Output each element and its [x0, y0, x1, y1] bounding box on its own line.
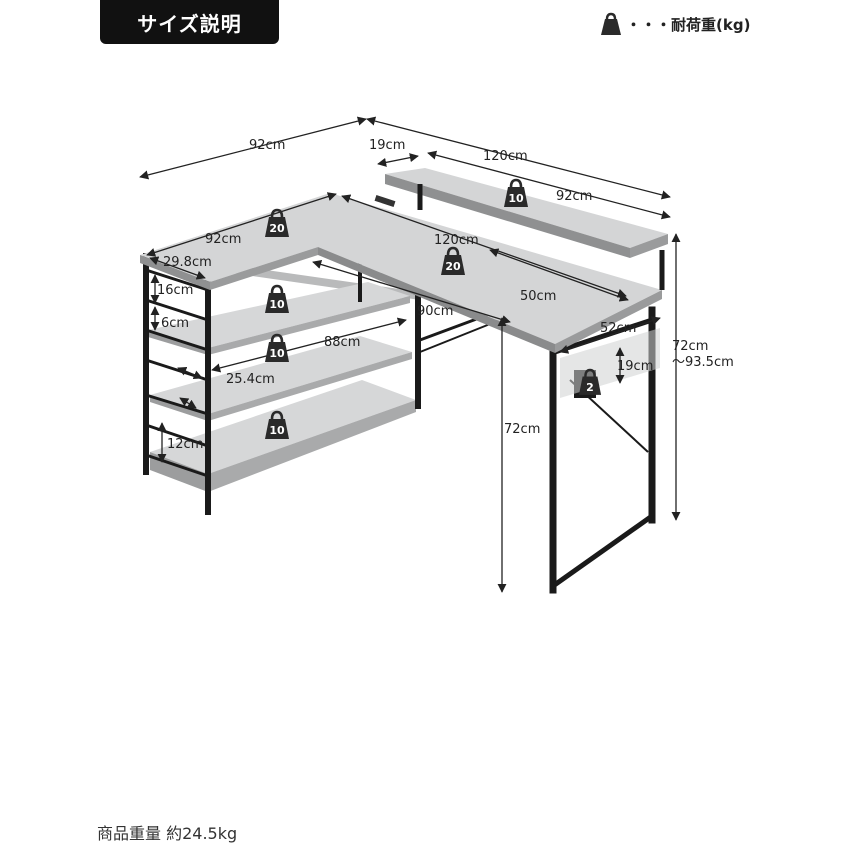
- dim-right-total-width: 120cm: [483, 149, 528, 164]
- svg-text:10: 10: [269, 347, 285, 360]
- capacity-shelf-1: 10: [264, 284, 290, 314]
- svg-text:10: 10: [269, 298, 285, 311]
- dimension-lines: [139, 116, 681, 593]
- load-capacity-legend: ・・・耐荷重(kg): [600, 12, 750, 36]
- capacity-monitor-shelf: 10: [503, 178, 529, 208]
- load-capacity-icons: 10 20 20 10 10 10 2: [264, 178, 602, 440]
- weight-icon: [600, 12, 622, 36]
- capacity-shelf-2: 10: [264, 333, 290, 363]
- dim-inner-length: 90cm: [417, 304, 453, 319]
- dim-bottom-clearance: 12cm: [167, 437, 203, 452]
- dimension-labels: 92cm 19cm 120cm 92cm 92cm 120cm 29.8cm 1…: [157, 138, 734, 452]
- dim-desk-height: 72cm: [504, 422, 540, 437]
- svg-text:10: 10: [269, 424, 285, 437]
- svg-text:10: 10: [508, 192, 524, 205]
- dim-side-panel-width: 52cm: [600, 321, 636, 336]
- svg-text:20: 20: [269, 222, 285, 235]
- dim-shelf-depth: 25.4cm: [226, 372, 275, 387]
- page-title: サイズ説明: [100, 0, 279, 44]
- dim-side-panel-height: 19cm: [617, 359, 653, 374]
- dim-board-thickness: 6cm: [161, 316, 189, 331]
- svg-text:20: 20: [445, 260, 461, 273]
- dim-left-top-width: 92cm: [205, 232, 241, 247]
- capacity-hook: 2: [578, 368, 602, 396]
- dim-right-top-width: 120cm: [434, 233, 479, 248]
- dim-monitor-shelf-depth: 19cm: [369, 138, 405, 153]
- dim-bookcase-depth: 29.8cm: [163, 255, 212, 270]
- dim-shelf-width: 88cm: [324, 335, 360, 350]
- capacity-right-top: 20: [440, 246, 466, 276]
- legend-text: ・・・耐荷重(kg): [626, 15, 751, 34]
- dim-total-height: 72cm ～93.5cm: [672, 339, 734, 370]
- svg-text:2: 2: [586, 381, 594, 394]
- dim-left-total-width: 92cm: [249, 138, 285, 153]
- capacity-left-top: 20: [264, 208, 290, 238]
- dim-right-desk-depth: 50cm: [520, 289, 556, 304]
- dim-shelf-gap-top: 16cm: [157, 283, 193, 298]
- product-weight: 商品重量 約24.5kg: [97, 824, 238, 843]
- dim-monitor-shelf-width: 92cm: [556, 189, 592, 204]
- capacity-shelf-3: 10: [264, 410, 290, 440]
